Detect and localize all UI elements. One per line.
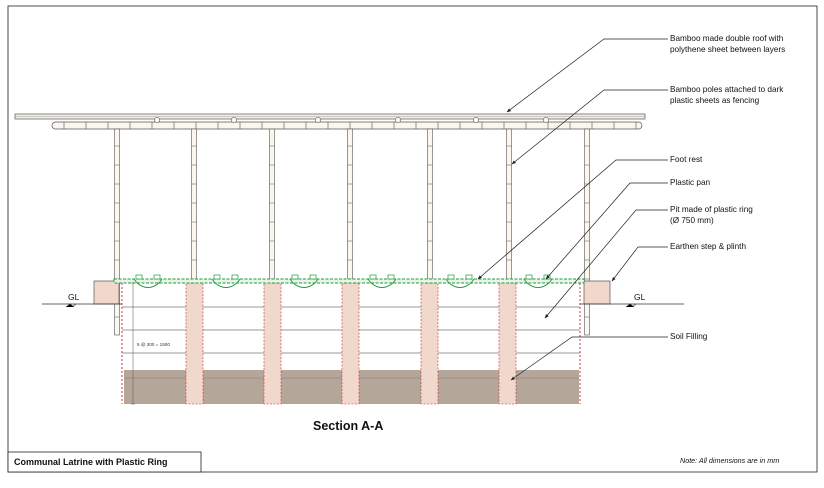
dimension: 5 @ 300 = 1500 (131, 282, 170, 405)
ground-label-right: GL (634, 292, 646, 302)
fill-column (498, 282, 517, 405)
bamboo-post (114, 128, 120, 336)
fill-column (263, 282, 282, 405)
roof-ties (154, 117, 549, 123)
caption-text: Communal Latrine with Plastic Ring (14, 457, 168, 467)
note-text: Note: All dimensions are in mm (680, 456, 779, 465)
callout-bamboo-fencing: Bamboo poles attached to dark plastic sh… (670, 85, 786, 105)
pan-unit (211, 274, 241, 288)
callout-pit-ring: Pit made of plastic ring (Ø 750 mm) (670, 205, 755, 225)
pan-unit (133, 274, 163, 288)
roof-joints (63, 122, 637, 129)
callout-soil-filling: Soil Filling (670, 332, 708, 341)
roof-tie (543, 117, 549, 123)
pan-unit (445, 274, 475, 288)
plinth-left (93, 280, 120, 305)
roof-tie (473, 117, 479, 123)
fill-column (185, 282, 204, 405)
callout-double-roof: Bamboo made double roof with polythene s… (670, 34, 786, 54)
fill-column (420, 282, 439, 405)
fill-column (341, 282, 360, 405)
caption-box (7, 451, 202, 473)
pan-unit (289, 274, 319, 288)
plinth-right (583, 280, 611, 305)
pit-walls (121, 283, 581, 404)
sheet-border (7, 5, 818, 473)
plastic-pans (133, 274, 553, 288)
callout-foot-rest: Foot rest (670, 155, 703, 164)
dimension-text: 5 @ 300 = 1500 (137, 342, 170, 347)
roof (14, 113, 646, 130)
roof-tie (315, 117, 321, 123)
callout-earthen-step: Earthen step & plinth (670, 242, 746, 251)
callout-plastic-pan: Plastic pan (670, 178, 710, 187)
roof-tie (395, 117, 401, 123)
callout-leaders (477, 38, 668, 381)
roof-tie (154, 117, 160, 123)
ground-label-left: GL (68, 292, 80, 302)
earth-fill-columns (185, 282, 517, 405)
pan-unit (367, 274, 397, 288)
roof-tie (231, 117, 237, 123)
section-title: Section A-A (313, 419, 383, 433)
floor-slab (113, 278, 585, 284)
ground-hatch (65, 303, 637, 308)
